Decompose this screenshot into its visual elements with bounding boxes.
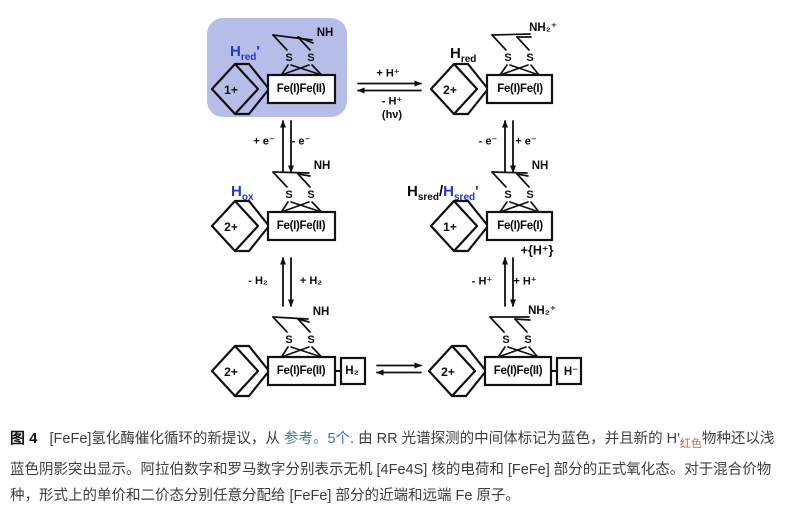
arrow-label-photon: (hν) (381, 109, 403, 121)
species-d-art (429, 171, 554, 253)
sulfur-atom: S (307, 189, 315, 201)
sulfur-atom: S (524, 334, 532, 346)
amine-label: NH₂⁺ (528, 305, 556, 317)
figure-caption: 图 4 [FeFe]氢化酶催化循环的新提议，从 参考。5个. 由 RR 光谱探测的… (0, 418, 789, 509)
amine-label: NH (531, 160, 549, 172)
fe-core-label: Fe(I)Fe(I) (497, 83, 543, 95)
amine-label: NH (313, 160, 331, 172)
species-a-art (210, 34, 337, 116)
cluster-charge: 2+ (443, 83, 457, 97)
state-d1-main: H (407, 183, 418, 200)
sulfur-atom: S (504, 189, 512, 201)
species-f-art (427, 316, 583, 398)
state-a-prime: ' (256, 43, 260, 60)
state-label-hox: Hox (231, 183, 254, 203)
arrow-label-minus-proton: - H⁺ (381, 95, 403, 108)
equilibrium-arrow-bottom (376, 362, 422, 376)
sulfur-atom: S (502, 334, 510, 346)
species-b-art (429, 33, 554, 116)
state-d2-main: H (443, 183, 454, 200)
state-c-main: H (231, 183, 242, 200)
sulfur-atom: S (307, 52, 315, 64)
species-e-art (210, 316, 367, 398)
reference-link[interactable]: 参考。 (283, 431, 328, 447)
equilibrium-arrow-left-lower (280, 257, 294, 307)
arrow-label-minus-h2: - H₂ (248, 275, 268, 287)
arrow-label-minus-electron: - e⁻ (478, 135, 498, 148)
state-label-hred-prime: Hred' (230, 43, 260, 63)
cluster-charge: 2+ (441, 365, 455, 379)
equilibrium-arrow-left-upper (280, 120, 294, 173)
caption-text-rest: 物种还以浅蓝色阴影突出显示。阿拉伯数字和罗马数字分别表示无机 [4Fe4S] 核… (10, 431, 775, 504)
fe-core-label: Fe(I)Fe(II) (276, 83, 326, 95)
arrow-label-minus-electron: - e⁻ (291, 135, 311, 148)
sulfur-atom: S (285, 52, 293, 64)
sulfur-atom: S (285, 189, 293, 201)
arrow-label-plus-proton: + H⁺ (376, 67, 400, 80)
caption-text-intro: [FeFe]氢化酶催化循环的新提议，从 (49, 431, 284, 447)
fe-core-label: Fe(I)Fe(II) (276, 365, 326, 377)
fe-core-label: Fe(I)Fe(II) (493, 365, 543, 377)
figure-4-diagram: Hred' Hred Hox Hsred/Hsred' 1+ Fe(I)Fe(I… (207, 18, 583, 398)
arrow-label-plus-electron: + e⁻ (515, 135, 537, 148)
cluster-charge: 2+ (224, 365, 238, 379)
state-c-sub: ox (241, 192, 254, 203)
plus-proton-annotation: +{H⁺} (520, 243, 554, 258)
state-label-hred: Hred (450, 45, 476, 65)
arrow-label-plus-h2: + H₂ (299, 275, 323, 287)
equilibrium-arrow-top (357, 80, 422, 94)
cluster-charge: 1+ (443, 220, 457, 234)
state-a-sub: red (240, 52, 257, 63)
amine-label: NH (312, 306, 330, 318)
state-d2-prime: ' (475, 183, 479, 200)
hydride-ligand-label: H⁻ (563, 366, 579, 378)
state-a-main: H (230, 43, 241, 60)
arrow-label-plus-electron: + e⁻ (253, 135, 275, 148)
sulfur-atom: S (307, 334, 315, 346)
state-d2-sub: sred (453, 192, 476, 203)
cluster-charge: 1+ (224, 83, 238, 97)
reference-number-link[interactable]: 5个 (327, 431, 351, 447)
amine-label: NH₂⁺ (529, 22, 557, 34)
diagram-line-art (210, 33, 583, 398)
fe-core-label: Fe(I)Fe(II) (276, 220, 326, 232)
sulfur-atom: S (504, 52, 512, 64)
h2-ligand-label: H₂ (345, 365, 359, 377)
equilibrium-arrow-right-lower (502, 257, 516, 307)
state-d-separator: / (438, 183, 444, 200)
caption-text-mid: . 由 RR 光谱探测的中间体标记为蓝色，并且新的 H' (350, 431, 680, 447)
arrow-label-plus-proton: + H⁺ (513, 275, 537, 288)
state-d1-sub: sred (417, 192, 439, 203)
sulfur-atom: S (526, 52, 534, 64)
species-c-art (210, 171, 337, 253)
fe-core-label: Fe(I)Fe(I) (497, 220, 543, 232)
state-b-sub: red (460, 54, 477, 65)
sulfur-atom: S (285, 334, 293, 346)
figure-number: 图 4 (10, 430, 38, 447)
cluster-charge: 2+ (224, 220, 238, 234)
state-label-hsred: Hsred/Hsred' (407, 183, 479, 203)
amine-label: NH (316, 27, 334, 39)
equilibrium-arrow-right-upper (502, 120, 516, 173)
sulfur-atom: S (526, 189, 534, 201)
state-b-main: H (450, 45, 461, 62)
red-species-subscript: 红色 (679, 437, 702, 450)
arrow-label-minus-proton: - H⁺ (471, 275, 493, 288)
